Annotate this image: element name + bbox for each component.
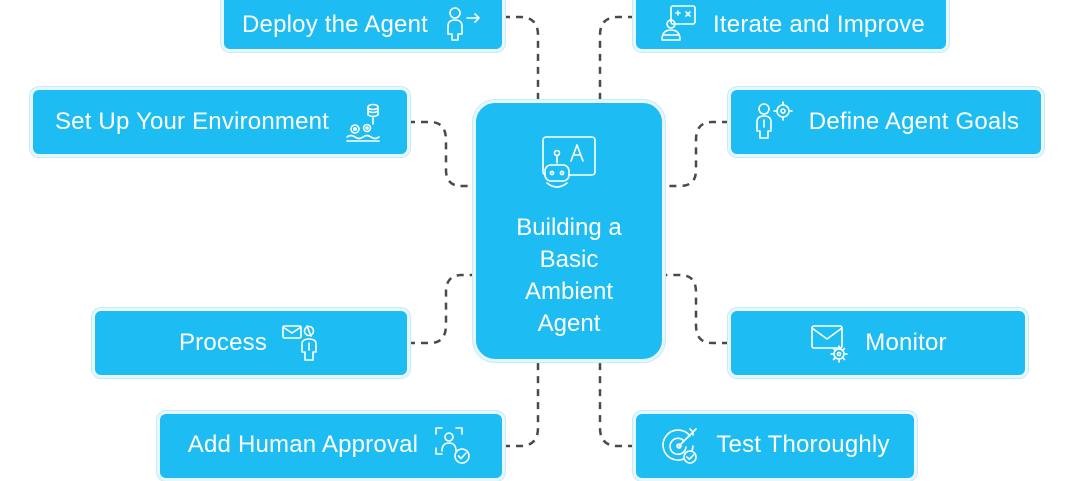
step-process: Process <box>92 308 410 378</box>
database-gears-icon <box>343 101 385 143</box>
step-label: Deploy the Agent <box>241 11 428 38</box>
step-add-human-approval: Add Human Approval <box>157 411 505 481</box>
connector-environment <box>408 120 475 188</box>
step-label: Iterate and Improve <box>713 11 925 38</box>
step-label: Process <box>178 329 268 356</box>
step-label: Define Agent Goals <box>808 108 1020 135</box>
strategy-board-icon <box>657 4 699 46</box>
central-title: Building a Basic Ambient Agent <box>516 214 622 337</box>
step-define-agent-goals: Define Agent Goals <box>728 87 1044 157</box>
connector-test <box>598 362 635 448</box>
step-monitor: Monitor <box>728 308 1028 378</box>
connector-iterate <box>598 15 635 102</box>
central-topic: Building a Basic Ambient Agent <box>473 100 665 362</box>
step-label: Test Thoroughly <box>716 431 890 458</box>
step-test-thoroughly: Test Thoroughly <box>633 411 917 481</box>
step-label: Add Human Approval <box>187 431 419 458</box>
step-deploy-agent: Deploy the Agent <box>221 0 505 52</box>
mail-gear-icon <box>809 322 851 364</box>
person-mail-icon <box>281 322 323 364</box>
connector-process <box>408 273 475 345</box>
connector-deploy <box>503 15 540 102</box>
connector-goals <box>665 120 729 188</box>
step-set-up-environment: Set Up Your Environment <box>30 87 410 157</box>
person-target-icon <box>753 101 795 143</box>
approval-check-icon <box>432 424 474 466</box>
step-label: Monitor <box>865 329 947 356</box>
connector-approval <box>503 362 540 448</box>
person-arrow-icon <box>442 4 484 46</box>
connector-monitor <box>665 273 729 345</box>
step-label: Set Up Your Environment <box>54 108 330 135</box>
connector-lines <box>408 15 729 448</box>
robot-screen-icon <box>535 131 603 204</box>
step-iterate-improve: Iterate and Improve <box>633 0 949 52</box>
